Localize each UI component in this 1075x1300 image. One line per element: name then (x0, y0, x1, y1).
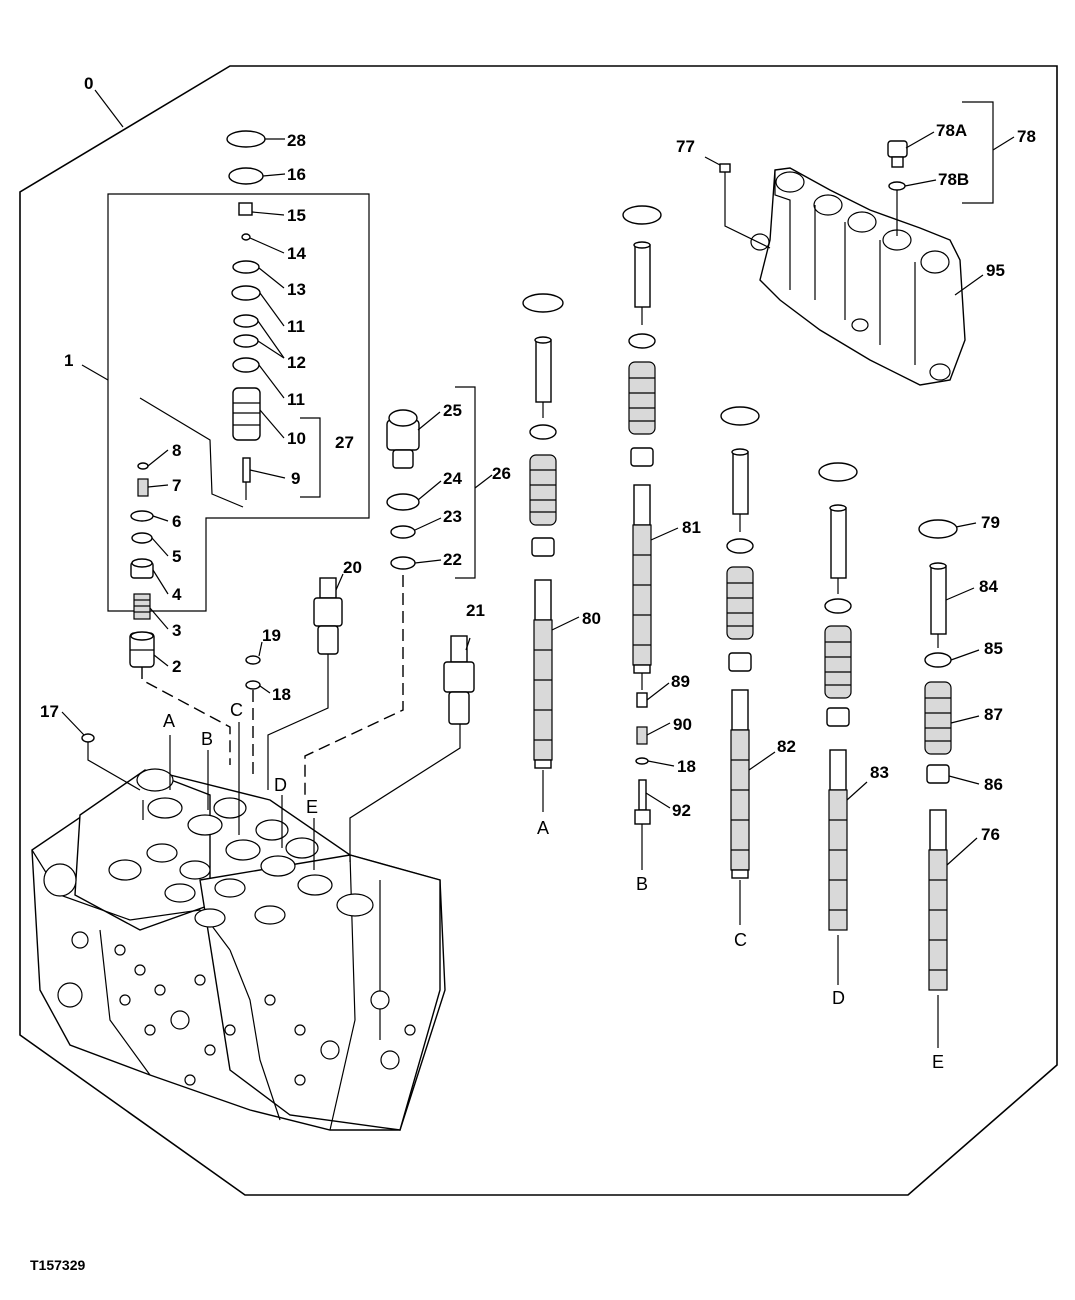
label-14: 14 (287, 244, 306, 263)
label-23: 23 (443, 507, 462, 526)
label-86: 86 (984, 775, 1003, 794)
label-21: 21 (466, 601, 485, 620)
cover-block-95 (704, 131, 1015, 386)
label-77: 77 (676, 137, 695, 156)
label-12: 12 (287, 353, 306, 372)
connector-e-top: E (306, 797, 318, 817)
spool-column-d (818, 462, 868, 985)
label-13: 13 (287, 280, 306, 299)
label-25: 25 (443, 401, 462, 420)
label-78b: 78B (938, 170, 969, 189)
label-0: 0 (84, 74, 93, 93)
bracket-78 (962, 101, 994, 204)
label-5: 5 (172, 547, 181, 566)
assembly-1-bracket (107, 193, 370, 612)
label-28: 28 (287, 131, 306, 150)
label-19: 19 (262, 626, 281, 645)
figure-id: T157329 (30, 1257, 85, 1273)
label-11b: 11 (287, 390, 305, 409)
label-90: 90 (673, 715, 692, 734)
connector-d-top: D (274, 775, 287, 795)
label-26: 26 (492, 464, 511, 483)
label-10: 10 (287, 429, 306, 448)
label-2: 2 (172, 657, 181, 676)
label-22: 22 (443, 550, 462, 569)
label-24: 24 (443, 469, 462, 488)
spool-column-a (522, 293, 580, 812)
label-3: 3 (172, 621, 181, 640)
label-11a: 11 (287, 317, 305, 336)
connector-c-top: C (230, 700, 243, 720)
bracket-27 (300, 417, 321, 498)
label-78a: 78A (936, 121, 967, 140)
connector-a-top: A (163, 711, 175, 731)
label-85: 85 (984, 639, 1003, 658)
connector-e-bottom: E (932, 1052, 944, 1072)
label-95: 95 (986, 261, 1005, 280)
label-4: 4 (172, 585, 182, 604)
label-27: 27 (335, 433, 354, 452)
left-leaders (81, 89, 286, 667)
connector-lines (87, 575, 461, 870)
label-78: 78 (1017, 127, 1036, 146)
label-9: 9 (291, 469, 300, 488)
label-76: 76 (981, 825, 1000, 844)
parts-25-22 (386, 409, 493, 570)
spool-column-e (918, 519, 980, 1048)
label-20: 20 (343, 558, 362, 577)
label-17: 17 (40, 702, 59, 721)
label-7: 7 (172, 476, 181, 495)
label-92: 92 (672, 801, 691, 820)
label-80: 80 (582, 609, 601, 628)
label-18b: 18 (677, 757, 696, 776)
left-parts-stack (129, 130, 266, 668)
bracket-26 (455, 386, 476, 579)
connector-b-bottom: B (636, 874, 648, 894)
connector-c-bottom: C (734, 930, 747, 950)
connector-letters: A B C D E A B C D E (163, 700, 944, 1072)
label-84: 84 (979, 577, 998, 596)
spool-column-b (622, 205, 679, 870)
label-8: 8 (172, 441, 181, 460)
label-16: 16 (287, 165, 306, 184)
part-labels: 0 28 16 15 14 13 11 12 11 10 9 27 8 7 6 … (40, 74, 1036, 844)
label-6: 6 (172, 512, 181, 531)
valve-housing (31, 768, 446, 1131)
label-89: 89 (671, 672, 690, 691)
label-1: 1 (64, 351, 73, 370)
label-81: 81 (682, 518, 701, 537)
connector-b-top: B (201, 729, 213, 749)
label-15: 15 (287, 206, 306, 225)
diagram-border (19, 65, 1058, 1196)
label-83: 83 (870, 763, 889, 782)
label-87: 87 (984, 705, 1003, 724)
label-79: 79 (981, 513, 1000, 532)
connector-a-bottom: A (537, 818, 549, 838)
parts-20-21 (61, 573, 475, 743)
label-18a: 18 (272, 685, 291, 704)
spool-column-c (720, 406, 776, 925)
connector-d-bottom: D (832, 988, 845, 1008)
label-82: 82 (777, 737, 796, 756)
